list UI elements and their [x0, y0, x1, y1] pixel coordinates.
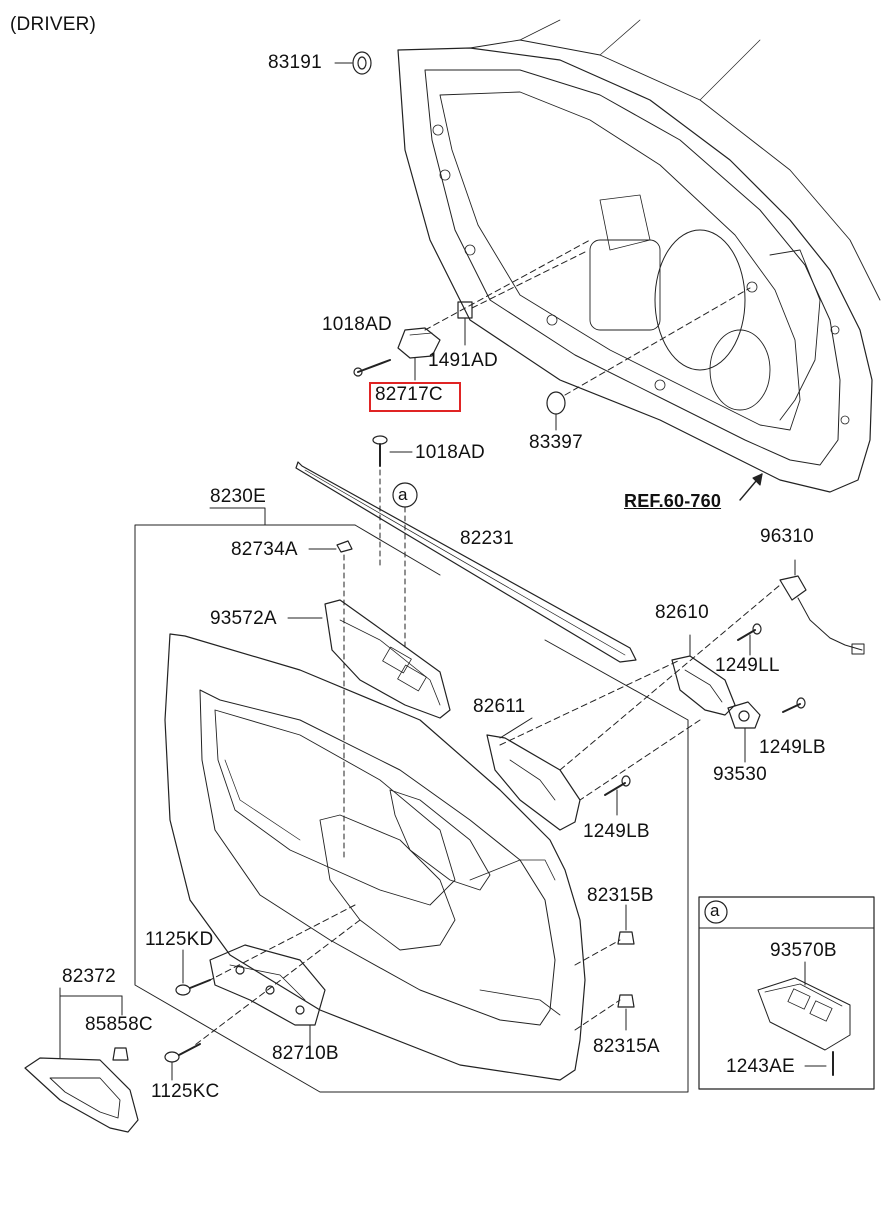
ref-label: REF.60-760 [624, 491, 722, 511]
part-label-82231: 82231 [460, 528, 514, 549]
clip-82315a [617, 994, 635, 1031]
bracket-82710b [209, 944, 326, 1046]
grommet-83191 [334, 51, 372, 75]
part-label-1125kc: 1125KC [151, 1081, 220, 1102]
leader-lines-mid [194, 584, 781, 1046]
part-label-1491ad: 1491AD [428, 350, 498, 371]
screw-1018ad-top [353, 359, 391, 377]
door-inner-panel [397, 19, 881, 493]
actuator-93530 [727, 701, 761, 763]
part-label-83397: 83397 [529, 432, 583, 453]
screw-1249ll [737, 623, 762, 656]
part-label-82372: 82372 [62, 966, 116, 987]
screw-1125kd [175, 949, 211, 996]
part-label-82315b: 82315B [587, 885, 654, 906]
part-label-1249lb-mid: 1249LB [583, 821, 650, 842]
screw-1018ad-mid [372, 435, 413, 566]
diagram-caption: (DRIVER) [10, 14, 97, 35]
part-label-82610: 82610 [655, 602, 709, 623]
part-label-1249ll: 1249LL [715, 655, 780, 676]
part-label-85858c: 85858C [85, 1014, 153, 1035]
part-label-1249lb-right: 1249LB [759, 737, 826, 758]
bracket-82717c [397, 327, 441, 381]
part-label-93570b: 93570B [770, 940, 837, 961]
trim-assembly-outline [134, 507, 689, 1093]
clip-82734a [308, 540, 353, 861]
clip-1491ad [457, 301, 473, 346]
clip-85858c [112, 1047, 129, 1061]
part-label-82315a: 82315A [593, 1036, 660, 1057]
callout-circle-a [392, 482, 418, 651]
handle-housing-82610 [671, 634, 736, 716]
part-label-8230e: 8230E [210, 486, 266, 507]
cover-82372 [24, 987, 139, 1133]
part-label-82611: 82611 [473, 696, 526, 717]
inset-box [698, 896, 875, 1090]
part-label-1243ae: 1243AE [726, 1056, 795, 1077]
screw-1125kc [164, 1043, 201, 1081]
part-label-1018ad-mid: 1018AD [415, 442, 485, 463]
part-label-82710b: 82710B [272, 1043, 339, 1064]
ref-arrow [739, 473, 763, 501]
part-label-82734a: 82734A [231, 539, 298, 560]
switch-bezel-93572a [287, 599, 451, 719]
clip-82315b [617, 904, 635, 945]
screw-1249lb-right [782, 697, 806, 713]
part-label-93572a: 93572A [210, 608, 277, 629]
door-trim-panel [164, 633, 586, 1081]
part-label-83191: 83191 [268, 52, 322, 73]
inside-handle-82611 [486, 717, 581, 831]
leader-lines-top [424, 239, 751, 396]
screw-1249lb-mid [604, 775, 631, 816]
part-label-1018ad-top: 1018AD [322, 314, 392, 335]
part-label-82717c: 82717C [375, 384, 443, 405]
highlight-box-82717c [369, 382, 461, 412]
weatherstrip-82231 [295, 461, 637, 663]
part-label-1125kd: 1125KD [145, 929, 214, 950]
callout-letter-a: a [398, 485, 408, 504]
inset-letter-a: a [710, 901, 720, 920]
harness-96310 [779, 559, 865, 655]
part-label-96310: 96310 [760, 526, 814, 547]
part-label-93530: 93530 [713, 764, 767, 785]
plug-83397 [546, 391, 566, 431]
